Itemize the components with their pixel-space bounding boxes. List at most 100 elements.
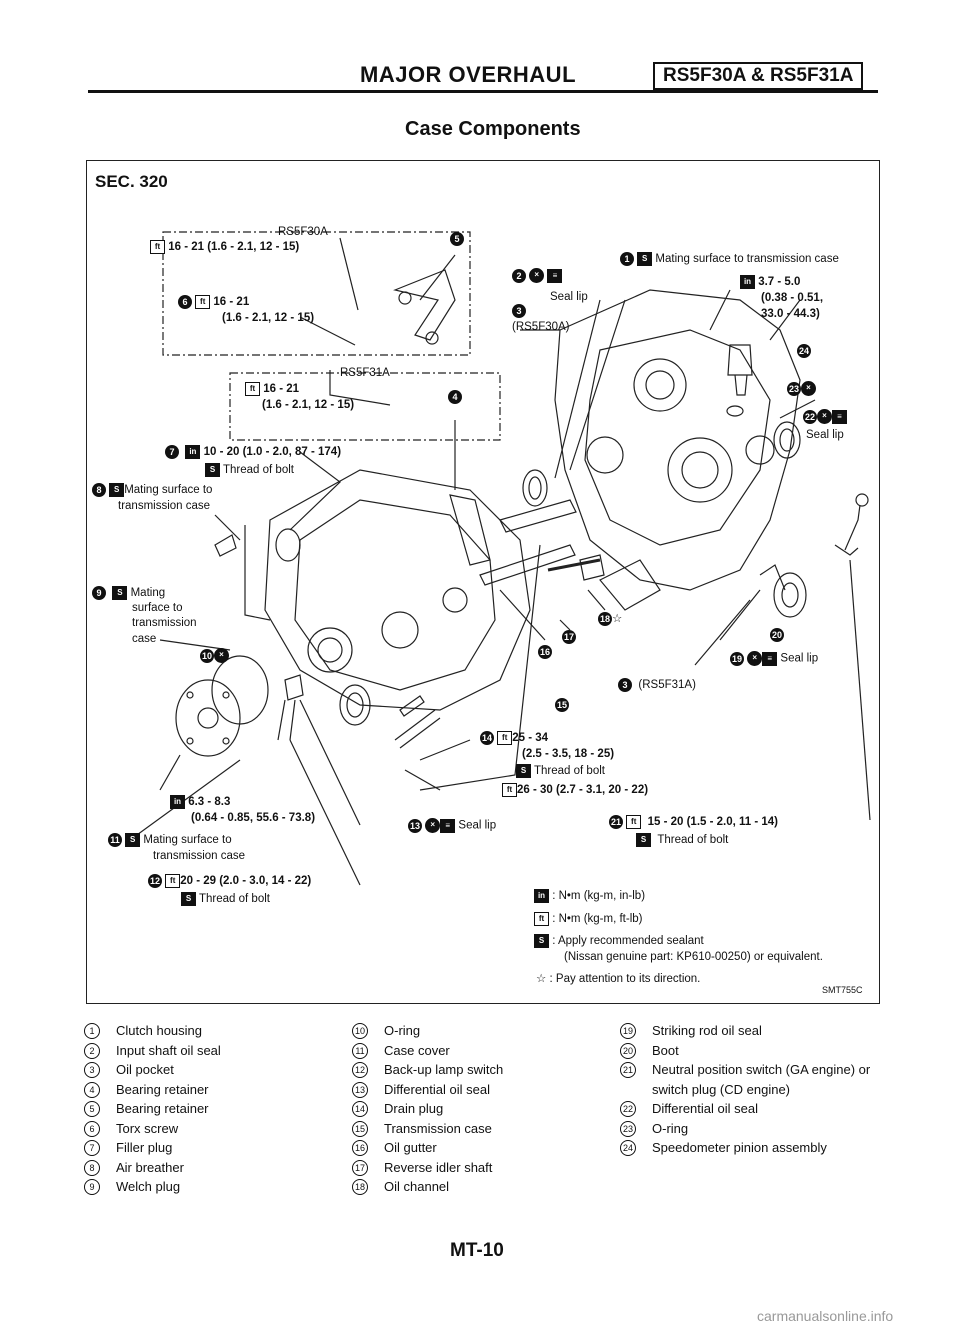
torque-value: 25 - 34 <box>512 732 549 745</box>
case-label: case <box>132 633 157 645</box>
callout-3: 3 (RS5F31A) <box>618 678 696 692</box>
torque-callout: in 6.3 - 8.3 <box>170 795 230 809</box>
torque-value: 20 - 29 (2.0 - 3.0, 14 - 22) <box>180 875 312 888</box>
legend-direction: ☆ : Pay attention to its direction. <box>536 973 701 985</box>
thread-of-bolt-label: Thread of bolt <box>199 893 270 906</box>
torque-value: 3.7 - 5.0 <box>758 276 801 289</box>
mating-surface-label: Mating surface to <box>124 484 213 497</box>
page-number: MT-10 <box>450 1240 504 1261</box>
mating-surface-label: Mating surface to transmission case <box>655 253 839 266</box>
callout-2: 2 × ≡ <box>512 268 563 283</box>
torque-value: 16 - 21 (1.6 - 2.1, 12 - 15) <box>168 241 300 254</box>
torque-range: (0.64 - 0.85, 55.6 - 73.8) <box>191 812 316 824</box>
torque-value: 26 - 30 (2.7 - 3.1, 20 - 22) <box>517 784 649 797</box>
sealant-note: 1 S Mating surface to transmission case <box>620 252 839 266</box>
mating-surface-label: Mating surface to <box>143 834 232 847</box>
mating-label: Mating <box>130 587 166 600</box>
callout-3: 3 <box>512 304 526 318</box>
torque-value: 10 - 20 (1.0 - 2.0, 87 - 174) <box>203 446 342 459</box>
rs5f30a-box-label: RS5F30A <box>278 226 328 238</box>
section-title: MAJOR OVERHAUL <box>360 62 577 87</box>
transmission-label: transmission <box>132 617 197 629</box>
sealant-note: S Thread of bolt <box>636 833 728 847</box>
torque-value: 6.3 - 8.3 <box>188 796 231 809</box>
variant-label: (RS5F31A) <box>638 679 696 692</box>
callout-4: 4 <box>448 390 462 404</box>
callout-23: 23× <box>787 381 816 396</box>
seal-lip-label: Seal lip <box>550 291 588 303</box>
star-icon: ☆ <box>536 973 547 985</box>
torque-callout: ft 16 - 21 (1.6 - 2.1, 12 - 15) <box>150 240 299 254</box>
header-rule <box>88 90 878 93</box>
torque-ft-lb-icon: ft <box>534 911 549 926</box>
torque-value: 15 - 20 (1.5 - 2.0, 11 - 14) <box>647 816 779 829</box>
thread-of-bolt-label: Thread of bolt <box>657 834 729 847</box>
sealant-note: 9 S Mating <box>92 586 165 600</box>
sealant-note: 11 S Mating surface to <box>108 833 232 847</box>
callout-17: 17 <box>562 630 576 644</box>
torque-callout: 6 ft 16 - 21 <box>178 295 249 309</box>
callout-13: 13 ×≡ Seal lip <box>408 818 497 833</box>
section-number: SEC. 320 <box>95 172 168 191</box>
legend-sealant: S : Apply recommended sealant <box>534 933 704 949</box>
callout-22: 22×≡ <box>803 409 847 424</box>
figure-code: SMT755C <box>822 985 863 995</box>
sealant-note: S Thread of bolt <box>516 764 605 778</box>
seal-lip-label: Seal lip <box>806 429 844 441</box>
legend-ft-lb: ft : N•m (kg-m, ft-lb) <box>534 911 642 927</box>
mating-surface-label: transmission case <box>118 500 211 512</box>
sealant-note: S Thread of bolt <box>181 892 270 906</box>
torque-range: (1.6 - 2.1, 12 - 15) <box>262 399 355 411</box>
torque-in-lb-icon: in <box>534 888 549 903</box>
torque-callout: ft 16 - 21 <box>245 382 299 396</box>
figure-frame <box>86 160 880 1004</box>
legend-sealant-part: (Nissan genuine part: KP610-00250) or eq… <box>564 951 823 963</box>
seal-lip-label: Seal lip <box>458 819 497 832</box>
torque-callout: in 3.7 - 5.0 <box>740 275 800 289</box>
torque-value: 16 - 21 <box>213 296 250 309</box>
model-badge: RS5F30A & RS5F31A <box>653 62 864 90</box>
torque-range: (0.38 - 0.51, <box>761 292 824 304</box>
callout-24: 24 <box>797 344 811 358</box>
page-heading: Case Components <box>405 118 581 140</box>
seal-lip-label: Seal lip <box>780 652 819 665</box>
callout-10: 10× <box>200 648 229 663</box>
transmission-case-label: transmission case <box>153 850 246 862</box>
torque-callout: 7 in 10 - 20 (1.0 - 2.0, 87 - 174) <box>165 445 341 459</box>
torque-range: 33.0 - 44.3) <box>761 308 820 320</box>
torque-range: (1.6 - 2.1, 12 - 15) <box>222 312 315 324</box>
callout-15: 15 <box>555 698 569 712</box>
sealant-note: S Thread of bolt <box>205 463 294 477</box>
callout-5: 5 <box>450 232 464 246</box>
callout-18: 18☆ <box>598 612 623 626</box>
variant-label: (RS5F30A) <box>512 321 570 333</box>
thread-of-bolt-label: Thread of bolt <box>223 464 294 477</box>
